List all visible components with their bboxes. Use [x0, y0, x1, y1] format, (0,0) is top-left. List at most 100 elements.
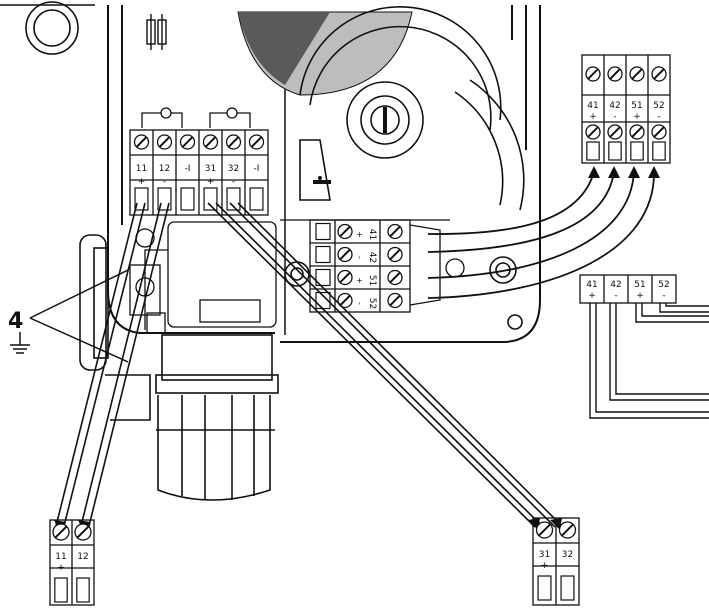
terminal-screw-icon: [156, 134, 173, 150]
left-cable-gland: [79, 234, 151, 421]
terminal-polarity: +: [138, 177, 146, 187]
terminal-screw-icon: [558, 521, 577, 539]
terminal-screw-icon: [52, 523, 70, 541]
ground-callout-lines: [29, 269, 129, 363]
terminal-screw-icon: [607, 66, 623, 82]
fuse-icon: [146, 14, 167, 50]
terminal-number: 42: [609, 101, 620, 111]
wire-entry-slot: [226, 187, 241, 211]
bottom-right-terminal-cells: 31+32-: [535, 521, 577, 601]
bottom-right-terminal-block: [532, 517, 580, 606]
terminal-number: 41: [367, 229, 377, 240]
terminal-number: 11: [136, 164, 147, 174]
top-left-round-knob: [0, 1, 95, 55]
terminal-number: 41: [586, 280, 597, 290]
terminal-screw-icon: [202, 134, 219, 150]
terminal-number: 31: [205, 164, 216, 174]
terminal-screw-icon: [607, 124, 623, 140]
terminal-screw-icon: [248, 134, 265, 150]
terminal-polarity: -: [81, 563, 84, 573]
wire-entry-slot: [315, 268, 331, 287]
terminal-polarity: -: [614, 291, 617, 301]
terminal-screw-icon: [387, 269, 403, 286]
terminal-polarity: +: [541, 561, 549, 571]
mounting-hole-icon: [507, 314, 523, 330]
wire-entry-slot: [203, 187, 218, 211]
terminal-number: 32: [562, 550, 573, 560]
terminal-polarity: -: [163, 177, 166, 187]
terminal-polarity: +: [355, 277, 364, 284]
terminal-polarity: -: [657, 112, 660, 122]
terminal-polarity: -: [355, 302, 364, 305]
actuator-dial: [237, 6, 525, 211]
wire-entry-slot: [180, 187, 195, 211]
terminal-number: 42: [367, 252, 377, 263]
terminal-screw-icon: [387, 246, 403, 263]
terminal-polarity: +: [207, 177, 215, 187]
terminal-polarity: -: [232, 177, 235, 187]
wire-entry-slot: [652, 141, 666, 161]
terminal-screw-icon: [629, 66, 645, 82]
terminal-screw-icon: [337, 269, 353, 286]
terminal-number: -I: [254, 164, 260, 174]
terminal-screw-icon: [651, 66, 667, 82]
terminal-number: 51: [367, 275, 377, 286]
terminal-screw-icon: [74, 523, 92, 541]
terminal-number: 51: [634, 280, 645, 290]
terminal-number: 52: [367, 298, 377, 309]
wire-entry-slot: [134, 187, 149, 211]
right-top-terminal-block: [581, 54, 671, 164]
terminal-polarity: +: [57, 563, 65, 573]
ground-callout: 4: [8, 269, 129, 363]
terminal-polarity: -: [355, 256, 364, 259]
terminal-number: 42: [610, 280, 621, 290]
terminal-screw-icon: [629, 124, 645, 140]
terminal-screw-icon: [337, 223, 353, 240]
right-mid-terminal-cells: 41+42-51+52-: [586, 280, 669, 301]
terminal-screw-icon: [225, 134, 242, 150]
terminal-number: 41: [587, 101, 598, 111]
actuator-wire-arrowheads: [588, 166, 660, 178]
wire-entry-slot: [76, 577, 90, 603]
terminal-number: 31: [539, 550, 550, 560]
terminal-screw-icon: [387, 292, 403, 309]
ground-label: 4: [8, 309, 23, 334]
terminal-polarity: +: [588, 291, 596, 301]
terminal-screw-icon: [133, 134, 150, 150]
terminal-screw-icon: [179, 134, 196, 150]
terminal-number: 12: [77, 552, 88, 562]
terminal-polarity: -: [566, 561, 569, 571]
right-top-terminal-cells: 41+42-51+52-: [585, 66, 667, 161]
terminal-screw-icon: [651, 124, 667, 140]
actuator-wires: [427, 171, 655, 299]
right-mid-wires: [589, 303, 709, 419]
bottom-cable-gland: [155, 334, 279, 501]
wire-entry-slot: [315, 245, 331, 264]
terminal-number: 11: [55, 552, 66, 562]
terminal-number: -I: [185, 164, 191, 174]
terminal-number: 32: [228, 164, 239, 174]
terminal-polarity: +: [636, 291, 644, 301]
terminal-polarity: +: [633, 112, 641, 122]
terminal-polarity: -: [662, 291, 665, 301]
terminal-screw-icon: [585, 124, 601, 140]
terminal-screw-icon: [535, 521, 554, 539]
bottom-left-terminal-block: [49, 519, 95, 606]
terminal-screw-icon: [337, 292, 353, 309]
terminal-polarity: +: [355, 231, 364, 238]
terminal-screw-icon: [387, 223, 403, 240]
ground-icon: [10, 332, 30, 354]
terminal-number: 51: [631, 101, 642, 111]
terminal-polarity: +: [589, 112, 597, 122]
right-mid-terminal-strip: [579, 274, 677, 304]
terminal-number: 52: [653, 101, 664, 111]
terminal-number: 52: [658, 280, 669, 290]
wire-entry-slot: [537, 575, 552, 601]
terminal-screw-icon: [585, 66, 601, 82]
bottom-left-terminal-cells: 11+12-: [52, 523, 92, 603]
wire-arrowheads: [54, 518, 562, 533]
wire-entry-slot: [608, 141, 622, 161]
actuator-terminal-cells: 41+42-51+52-: [315, 222, 403, 309]
signal-wires-bottom: [54, 202, 564, 531]
